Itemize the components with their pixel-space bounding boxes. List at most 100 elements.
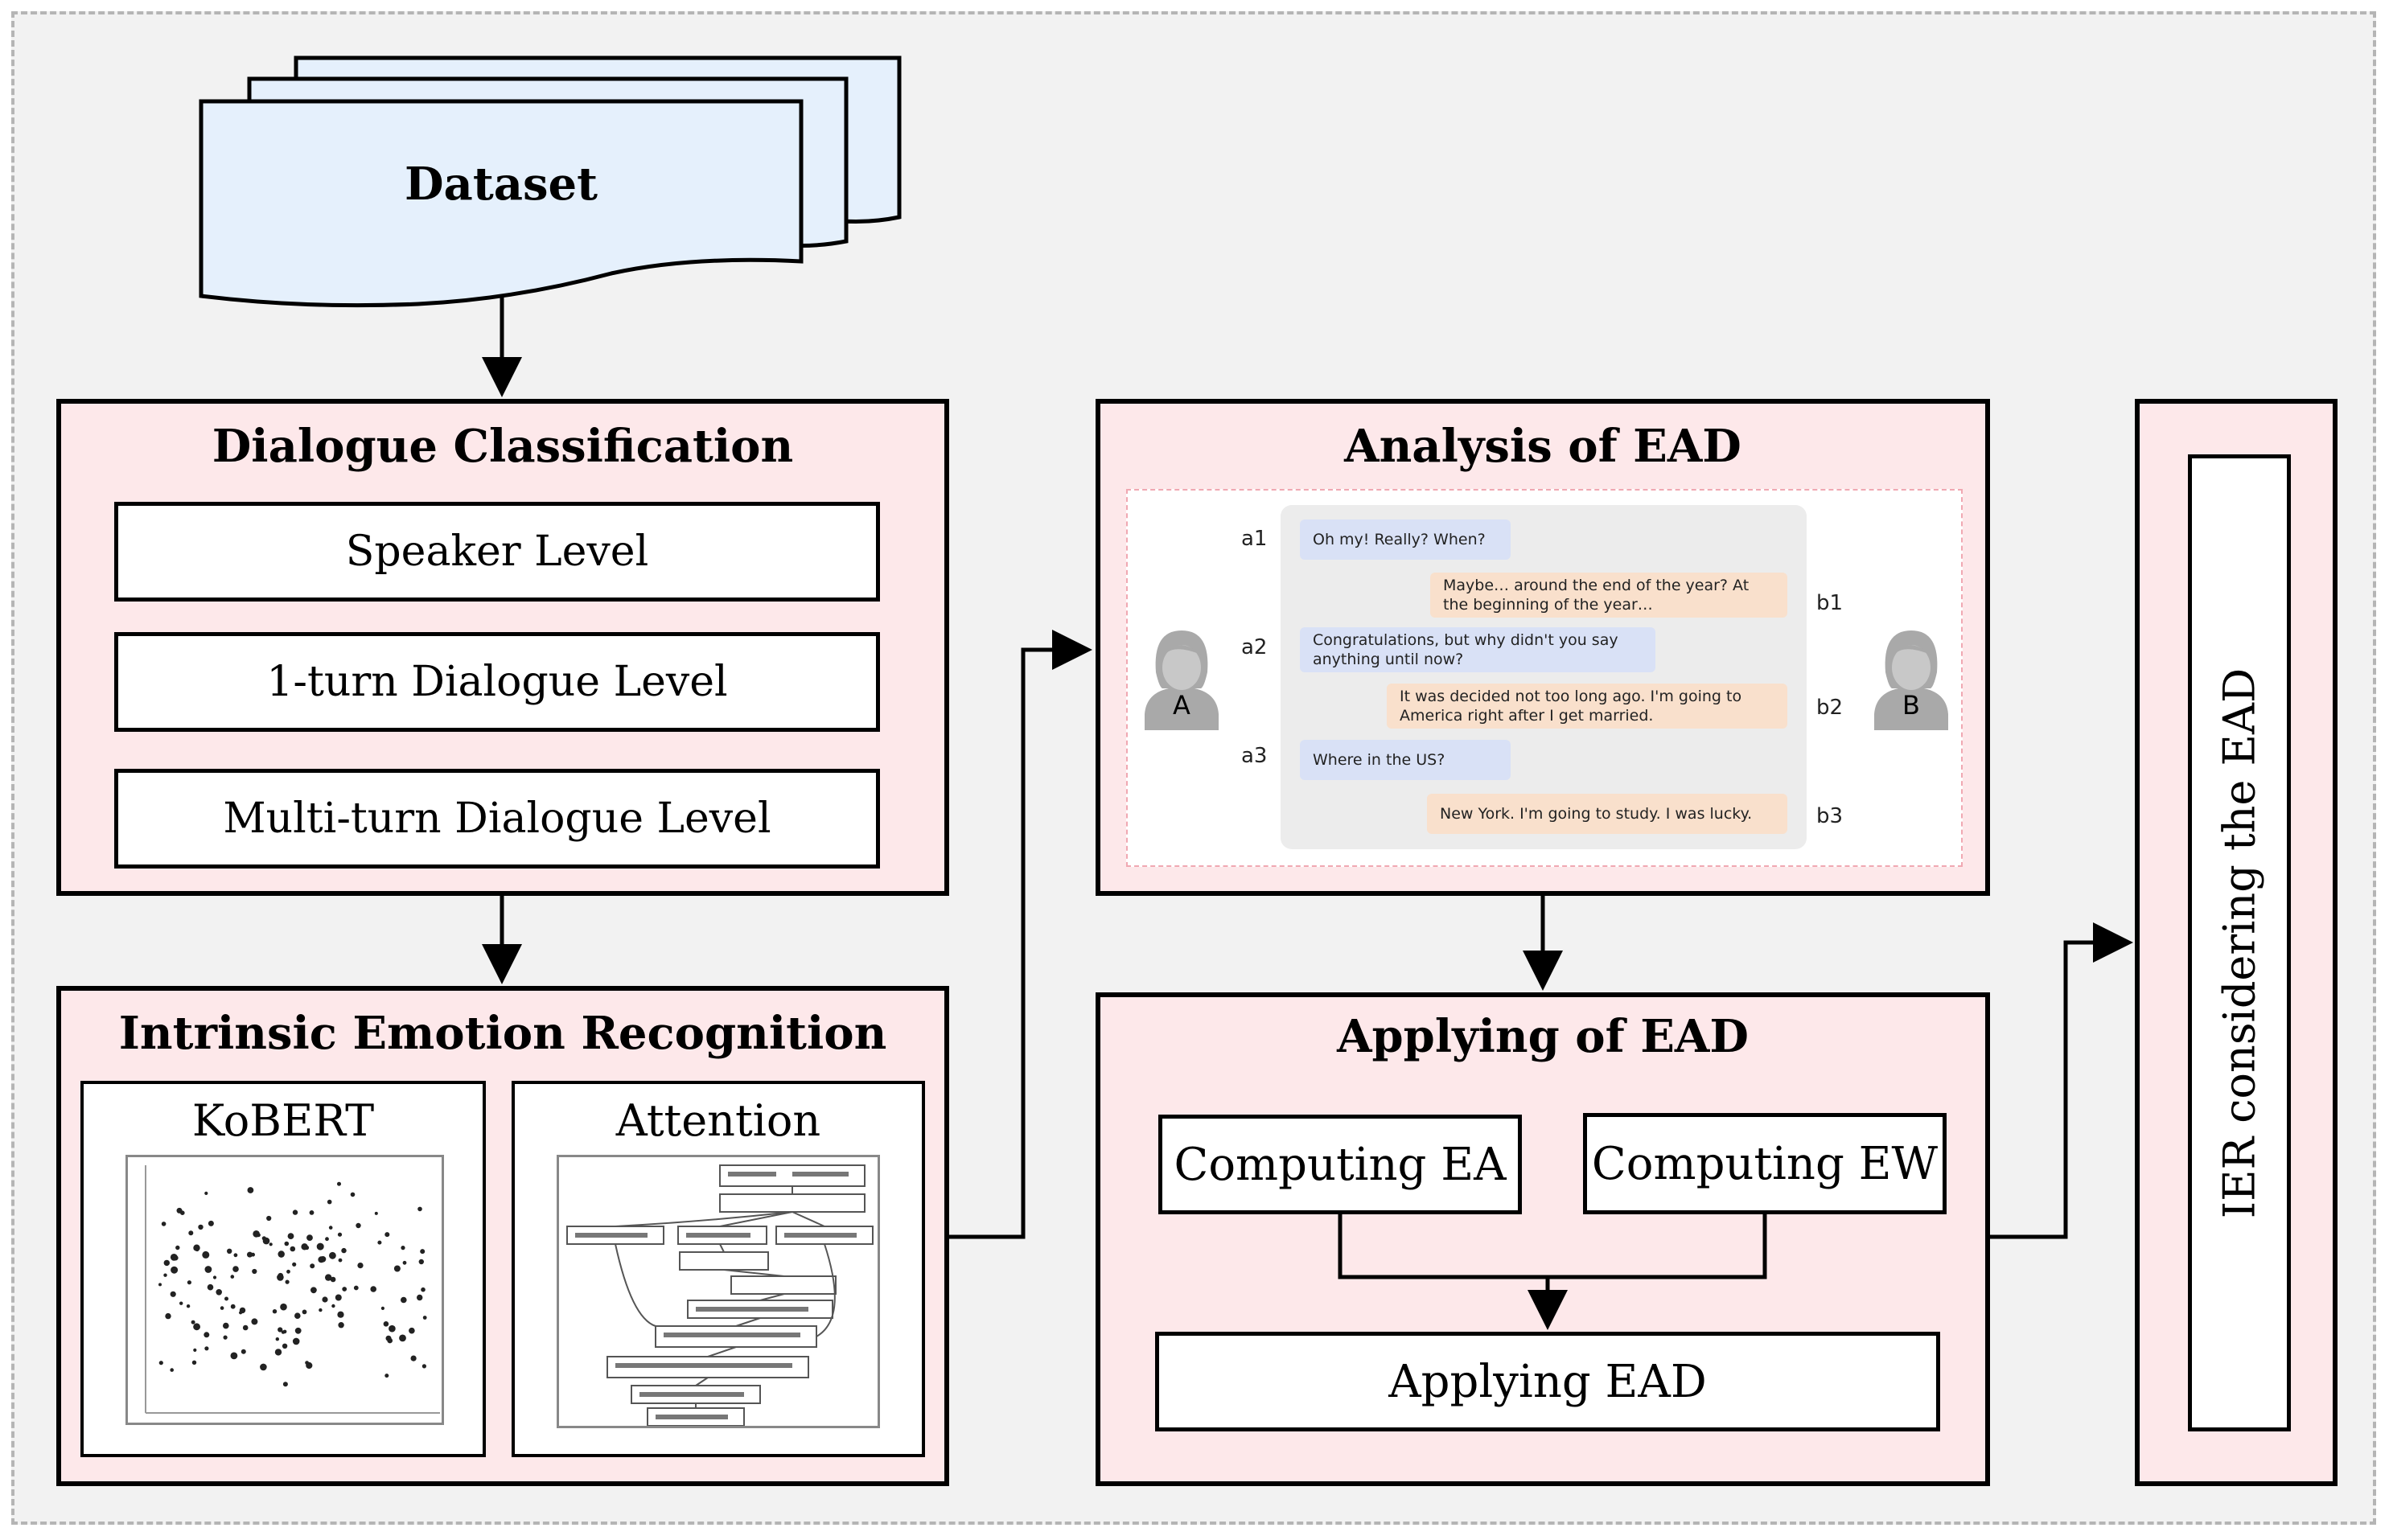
scatter-point	[331, 1304, 335, 1308]
scatter-point	[158, 1361, 163, 1365]
scatter-point	[280, 1303, 287, 1311]
scatter-point	[393, 1265, 401, 1272]
scatter-point	[417, 1294, 423, 1301]
scatter-point	[204, 1266, 212, 1273]
scatter-point	[252, 1268, 257, 1275]
scatter-point	[204, 1332, 210, 1338]
scatter-point	[384, 1374, 389, 1378]
chat-bubble-a1: Oh my! Really? When?	[1300, 519, 1511, 560]
scatter-point	[383, 1321, 389, 1327]
scatter-point	[282, 1382, 288, 1387]
multi-turn-dialogue-level-box: Multi-turn Dialogue Level	[114, 769, 880, 869]
scatter-point	[191, 1360, 197, 1365]
scatter-point	[179, 1301, 183, 1305]
scatter-point	[337, 1232, 343, 1237]
scatter-point	[204, 1346, 209, 1351]
scatter-point	[193, 1244, 200, 1251]
scatter-point	[335, 1294, 342, 1301]
scatter-point	[421, 1287, 426, 1292]
turn-label-b2: b2	[1816, 696, 1844, 720]
chat-bubble-b2: It was decided not too long ago. I'm goi…	[1387, 684, 1787, 729]
scatter-point	[401, 1246, 405, 1250]
chat-bubbles-background	[1281, 505, 1807, 849]
scatter-point	[193, 1323, 200, 1331]
scatter-point	[401, 1296, 407, 1304]
scatter-point	[224, 1296, 228, 1301]
scatter-point	[266, 1215, 272, 1222]
dialogue-classification-title: Dialogue Classification	[212, 420, 794, 473]
scatter-point	[319, 1308, 323, 1312]
scatter-point	[223, 1335, 228, 1340]
person-icon	[1874, 630, 1948, 730]
chat-bubble-a3: Where in the US?	[1300, 740, 1511, 780]
scatter-point	[304, 1245, 310, 1250]
speaker-level-box: Speaker Level	[114, 502, 880, 602]
scatter-point	[216, 1289, 222, 1296]
scatter-point	[310, 1287, 317, 1294]
speaker-b-letter: B	[1902, 690, 1920, 721]
scatter-point	[286, 1269, 290, 1274]
scatter-point	[319, 1256, 327, 1263]
scatter-point	[202, 1250, 210, 1259]
scatter-point	[186, 1304, 191, 1308]
scatter-point	[306, 1234, 313, 1241]
scatter-point	[370, 1286, 377, 1292]
scatter-point	[247, 1251, 253, 1258]
scatter-point	[269, 1242, 273, 1246]
speaker-a-avatar: A	[1137, 627, 1227, 732]
analysis-of-ead-title: Analysis of EAD	[1344, 420, 1741, 473]
scatter-point	[278, 1327, 283, 1333]
turn-label-b3: b3	[1816, 804, 1844, 828]
scatter-point	[163, 1259, 170, 1267]
scatter-point	[233, 1253, 238, 1258]
scatter-point	[292, 1337, 300, 1345]
chat-bubble-b3: New York. I'm going to study. I was luck…	[1427, 794, 1787, 834]
scatter-point	[173, 1255, 179, 1261]
scatter-point	[170, 1368, 174, 1372]
scatter-point	[389, 1324, 396, 1333]
scatter-point	[342, 1287, 347, 1292]
scatter-point	[399, 1334, 406, 1342]
scatter-point	[294, 1327, 302, 1334]
scatter-plot	[145, 1165, 440, 1414]
scatter-point	[262, 1237, 270, 1245]
scatter-point	[325, 1237, 329, 1242]
scatter-point	[242, 1324, 249, 1331]
scatter-point	[292, 1209, 298, 1215]
scatter-point	[188, 1230, 194, 1236]
person-icon	[1145, 630, 1219, 730]
scatter-point	[421, 1364, 426, 1369]
scatter-point	[418, 1259, 424, 1265]
scatter-point	[275, 1337, 279, 1341]
scatter-point	[328, 1226, 333, 1230]
arrow-applying-to-ier	[1990, 922, 2133, 1239]
scatter-point	[337, 1311, 344, 1318]
scatter-point	[171, 1266, 179, 1274]
scatter-point	[377, 1240, 382, 1245]
turn-label-a3: a3	[1241, 744, 1268, 768]
scatter-point	[329, 1251, 336, 1259]
scatter-point	[292, 1262, 297, 1267]
scatter-point	[417, 1206, 422, 1212]
scatter-point	[223, 1322, 229, 1329]
turn-label-b1: b1	[1816, 591, 1844, 615]
scatter-point	[281, 1330, 286, 1334]
scatter-point	[284, 1241, 290, 1246]
scatter-point	[187, 1280, 191, 1285]
dataset-sheet-front	[199, 99, 804, 308]
one-turn-dialogue-level-box: 1-turn Dialogue Level	[114, 632, 880, 732]
scatter-point	[285, 1279, 290, 1284]
scatter-point	[239, 1311, 243, 1315]
scatter-point	[282, 1343, 288, 1349]
scatter-point	[410, 1355, 417, 1361]
scatter-point	[278, 1272, 284, 1279]
scatter-point	[420, 1249, 426, 1255]
scatter-point	[204, 1191, 208, 1195]
turn-label-a1: a1	[1241, 527, 1268, 551]
scatter-point	[387, 1337, 393, 1344]
scatter-point	[230, 1275, 235, 1279]
scatter-point	[350, 1192, 356, 1197]
scatter-point	[193, 1348, 197, 1352]
scatter-point	[338, 1322, 344, 1329]
